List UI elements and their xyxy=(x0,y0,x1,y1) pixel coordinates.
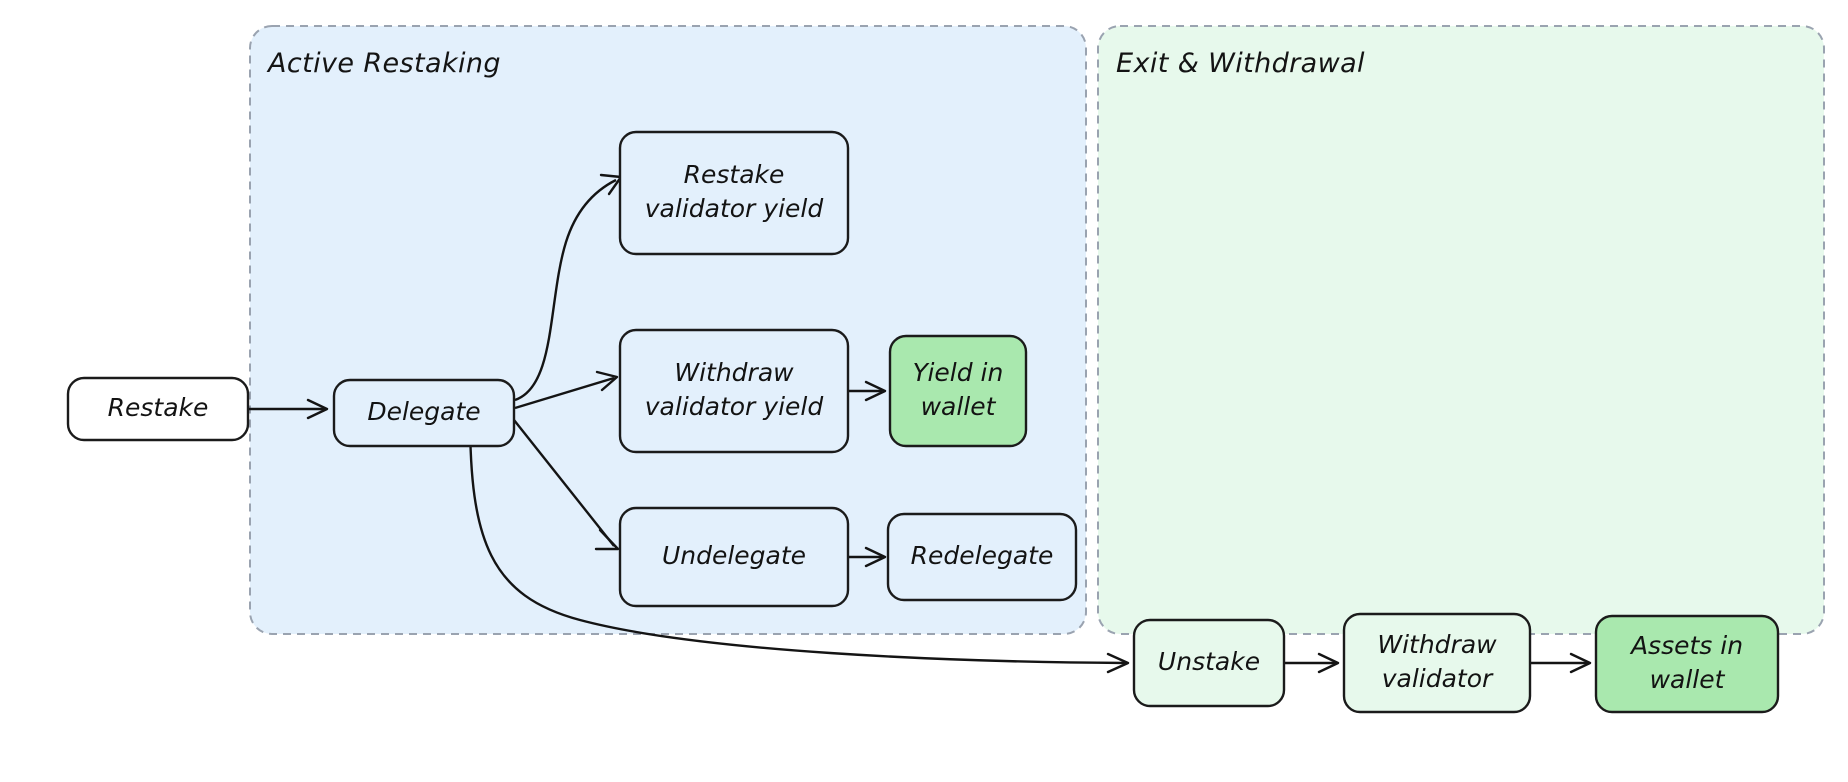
edge-arrowhead-withdraw-validator-yield-to-yield-in-wallet xyxy=(864,380,887,402)
node-label-withdraw-validator-line1: Withdraw xyxy=(1377,630,1497,659)
node-box-withdraw-validator-yield[interactable] xyxy=(618,328,850,454)
edge-arrowhead-withdraw-validator-to-assets-in-wallet xyxy=(1569,652,1592,674)
edge-arrowhead-delegate-to-unstake xyxy=(1106,652,1130,674)
node-label-restake-validator-yield-line2: validator yield xyxy=(645,194,824,223)
node-label-assets-in-wallet-line2: wallet xyxy=(1650,665,1726,694)
node-delegate[interactable]: Delegate xyxy=(332,378,516,448)
cluster-background-exit-withdrawal xyxy=(1097,25,1825,635)
node-label-restake-validator-yield-line1: Restake xyxy=(684,160,785,189)
edge-arrowhead-delegate-to-withdraw-validator-yield xyxy=(595,370,619,392)
edge-undelegate-to-redelegate xyxy=(848,546,887,568)
node-box-restake-validator-yield[interactable] xyxy=(618,130,850,256)
node-label-withdraw-validator-yield-line2: validator yield xyxy=(645,392,824,421)
node-label-yield-in-wallet-line1: Yield in xyxy=(913,358,1004,387)
node-box-delegate[interactable] xyxy=(332,378,516,448)
node-label-withdraw-validator-yield-line1: Withdraw xyxy=(674,358,794,387)
edge-withdraw-validator-to-assets-in-wallet xyxy=(1530,652,1592,674)
node-unstake[interactable]: Unstake xyxy=(1132,618,1286,708)
edge-delegate-to-undelegate xyxy=(513,419,620,551)
node-box-assets-in-wallet[interactable] xyxy=(1594,614,1780,714)
edge-arrowhead-undelegate-to-redelegate xyxy=(864,546,887,568)
node-box-undelegate[interactable] xyxy=(618,506,850,608)
edge-arrowhead-restake-to-delegate xyxy=(306,398,329,420)
node-label-undelegate: Undelegate xyxy=(662,541,806,570)
edge-line-delegate-to-withdraw-validator-yield xyxy=(514,376,615,410)
node-withdraw-validator-yield[interactable]: Withdraw validator yield xyxy=(618,328,850,454)
edge-withdraw-validator-yield-to-yield-in-wallet xyxy=(848,380,887,402)
node-assets-in-wallet[interactable]: Assets in wallet xyxy=(1594,614,1780,714)
node-label-redelegate: Redelegate xyxy=(911,541,1054,570)
cluster-label-active-restaking: Active Restaking xyxy=(266,48,501,79)
edge-restake-to-delegate xyxy=(248,398,329,420)
node-box-withdraw-validator[interactable] xyxy=(1342,612,1532,714)
edge-layer xyxy=(248,173,1592,674)
node-box-yield-in-wallet[interactable] xyxy=(888,334,1028,448)
edge-line-delegate-to-undelegate xyxy=(513,419,615,547)
node-label-assets-in-wallet-line1: Assets in xyxy=(1629,631,1743,660)
edge-arrowhead-delegate-to-undelegate xyxy=(594,528,620,551)
edge-unstake-to-withdraw-validator xyxy=(1284,652,1340,674)
cluster-label-exit-withdrawal: Exit & Withdrawal xyxy=(1116,48,1365,79)
node-withdraw-validator[interactable]: Withdraw validator xyxy=(1342,612,1532,714)
edge-line-delegate-to-restake-validator-yield xyxy=(514,178,617,402)
node-restake[interactable]: Restake xyxy=(66,376,250,442)
edge-arrowhead-unstake-to-withdraw-validator xyxy=(1317,652,1340,674)
cluster-exit-withdrawal: Exit & Withdrawal xyxy=(1097,25,1825,635)
node-undelegate[interactable]: Undelegate xyxy=(618,506,850,608)
node-box-redelegate[interactable] xyxy=(886,512,1078,602)
node-box-unstake[interactable] xyxy=(1132,618,1286,708)
node-redelegate[interactable]: Redelegate xyxy=(886,512,1078,602)
edge-delegate-to-unstake xyxy=(468,414,1130,674)
node-label-withdraw-validator-line2: validator xyxy=(1382,664,1494,693)
node-label-restake: Restake xyxy=(108,393,209,422)
edge-line-delegate-to-unstake xyxy=(468,414,1127,665)
node-restake-validator-yield[interactable]: Restake validator yield xyxy=(618,130,850,256)
node-box-restake[interactable] xyxy=(66,376,250,442)
node-label-delegate: Delegate xyxy=(367,397,480,426)
node-yield-in-wallet[interactable]: Yield in wallet xyxy=(888,334,1028,448)
edge-delegate-to-withdraw-validator-yield xyxy=(514,370,619,410)
node-label-yield-in-wallet-line2: wallet xyxy=(921,392,997,421)
node-label-unstake: Unstake xyxy=(1158,647,1260,676)
